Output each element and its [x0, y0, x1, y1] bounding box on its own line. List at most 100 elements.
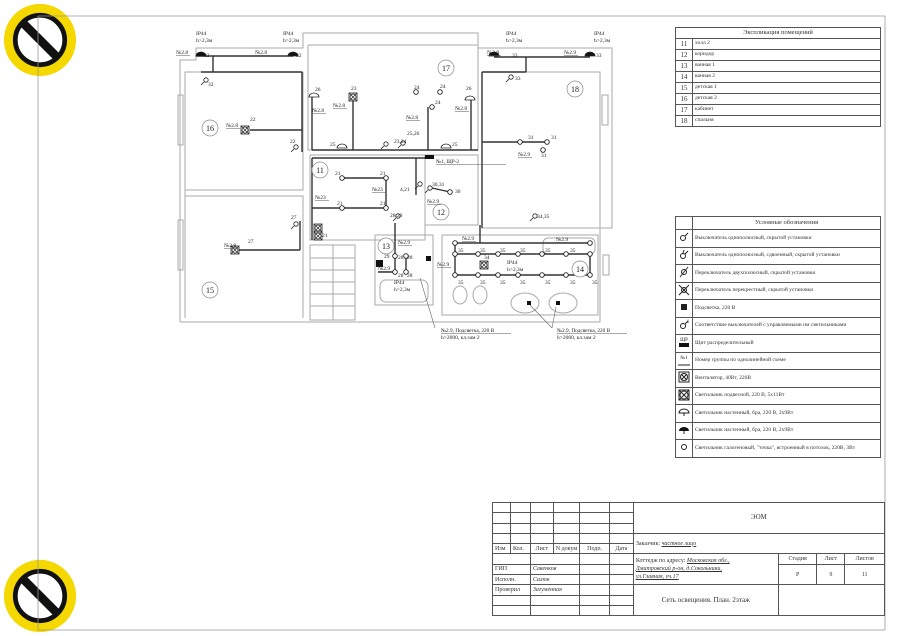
watermark-badge-bottom[interactable]: [2, 558, 78, 634]
address-cell: Коттедж по адресу: Московская обл.,Дмитр…: [632, 553, 779, 586]
group-number-label: №1, ЩР-2: [436, 159, 459, 165]
group-number-label: №23: [372, 187, 383, 193]
watermark-badge-top[interactable]: [2, 2, 78, 78]
room-number: 17: [675, 104, 693, 116]
switch-correspondence-label: 35: [500, 280, 506, 286]
halogen-spot-icon: [447, 189, 453, 195]
room-number: 12: [437, 208, 445, 217]
legend-text: Вентилятор, 40Вт, 220В: [692, 369, 881, 388]
room-number: 11: [316, 166, 324, 175]
switch-correspondence-icon: 1: [680, 320, 690, 329]
room-number: 14: [576, 265, 584, 274]
switch-correspondence-label: 27: [248, 239, 254, 245]
project-code: ЭОМ: [632, 502, 886, 534]
pendant-lamp-icon: [678, 389, 690, 400]
legend-symbol-text: 1: [687, 320, 690, 325]
group-number-label: №2.9: [487, 50, 499, 56]
group-number-label: №23: [315, 195, 326, 201]
room-number: 15: [206, 286, 214, 295]
room-number: 15: [675, 82, 693, 94]
legend-text: Светильник настенный, бра, 220 В, 2х9Вт: [692, 421, 881, 440]
header-izm: Изм: [492, 543, 511, 555]
pendant-lamp-icon: [313, 223, 323, 233]
switch-correspondence-label: 22: [250, 117, 256, 123]
leaders: [419, 277, 557, 329]
sheet-frame: [37, 15, 886, 631]
switch-icon: [529, 213, 538, 222]
stage-label: Стадия: [777, 553, 818, 565]
sheet-value: 9: [816, 563, 846, 586]
wall-lamp-outline-icon: [464, 95, 476, 101]
switch-icon: [380, 141, 389, 150]
group-number-label: №2.8: [176, 50, 188, 56]
switch-correspondence-label: 24: [440, 84, 446, 90]
legend-row: Переключатель двухполюсный, скрытой уста…: [675, 264, 881, 283]
room-name: ванная 2: [692, 71, 881, 83]
legend-row: Переключатель перекрестный, скрытой уста…: [675, 281, 881, 300]
switch-correspondence-label: 31: [528, 135, 534, 141]
distribution-board: [425, 155, 434, 159]
switch-correspondence-label: 28: [407, 273, 413, 279]
room-name: холл 2: [692, 38, 881, 50]
room-name: детская 1: [692, 82, 881, 94]
backlight-icon: [527, 301, 531, 305]
legend-text: Переключатель двухполюсный, скрытой уста…: [692, 264, 881, 283]
halogen-spot-icon: [539, 272, 545, 278]
switch-correspondence-label: 21: [337, 201, 343, 207]
room-marker: 16: [201, 119, 219, 137]
halogen-spot-icon: [544, 139, 550, 145]
switch-double-icon: [680, 249, 689, 259]
halogen-spot-icon: [413, 89, 419, 95]
switch-correspondence-label: 35: [500, 248, 506, 254]
legend-row: Выключатель однополюсный, сдвоенный, скр…: [675, 246, 881, 265]
halogen-spot-icon: [563, 251, 569, 257]
switch-correspondence-label: 26: [315, 87, 321, 93]
legend-text: Выключатель однополюсный, скрытой устано…: [692, 229, 881, 248]
room-name: ванная 1: [692, 60, 881, 72]
address-label: Коттедж по адресу:: [635, 558, 686, 565]
room-number: 13: [675, 60, 693, 72]
halogen-spot-icon: [392, 253, 398, 259]
group-number-label: №2.9: [437, 262, 449, 268]
room-marker: 13: [377, 237, 395, 255]
sheet-label: Лист: [816, 553, 846, 565]
switch-correspondence-label: 35: [458, 248, 464, 254]
halogen-spot-icon: [429, 104, 435, 110]
halogen-spot-icon: [587, 240, 593, 246]
legend-row: Светильник галогеновый, "точка", встроен…: [675, 439, 881, 458]
group-number-label: №2.8: [224, 243, 236, 249]
switch-correspondence-label: 29: [384, 254, 390, 260]
pendant-lamp-icon: [240, 125, 250, 135]
switch-correspondence-label: 21: [380, 171, 386, 177]
halogen-spot-icon: [587, 272, 593, 278]
switch-correspondence-label: 30,31: [432, 182, 445, 188]
pendant-lamp-icon: [230, 245, 240, 255]
fixture-spec-label: IP44: [283, 31, 294, 37]
stage-value: Р: [777, 563, 818, 586]
halogen-spot-icon: [587, 251, 593, 257]
legend-symbol-text: №1: [680, 355, 688, 361]
switch-correspondence-label: 34: [484, 255, 490, 261]
customer-cell: Заказчик: частное лицо: [632, 532, 886, 555]
fixture-spec-label: h>2,3м: [507, 267, 524, 273]
switch-correspondence-label: 25: [330, 142, 336, 148]
halogen-spot-icon: [339, 205, 345, 211]
switch-correspondence-label: 23: [351, 86, 357, 92]
room-marker: 18: [566, 80, 584, 98]
wall-lamp-filled-icon: [679, 426, 689, 434]
halogen-spot-icon: [515, 251, 521, 257]
halogen-spot-icon: [339, 175, 345, 181]
address-line-3: ул.Главная, уч.17: [635, 574, 679, 581]
header-kol: Кол.: [509, 543, 531, 555]
fixture-spec-label: IP44: [506, 31, 517, 37]
fan-icon: [678, 371, 690, 383]
group-number-label: №2.8: [406, 115, 418, 121]
halogen-spot-icon: [517, 139, 523, 145]
